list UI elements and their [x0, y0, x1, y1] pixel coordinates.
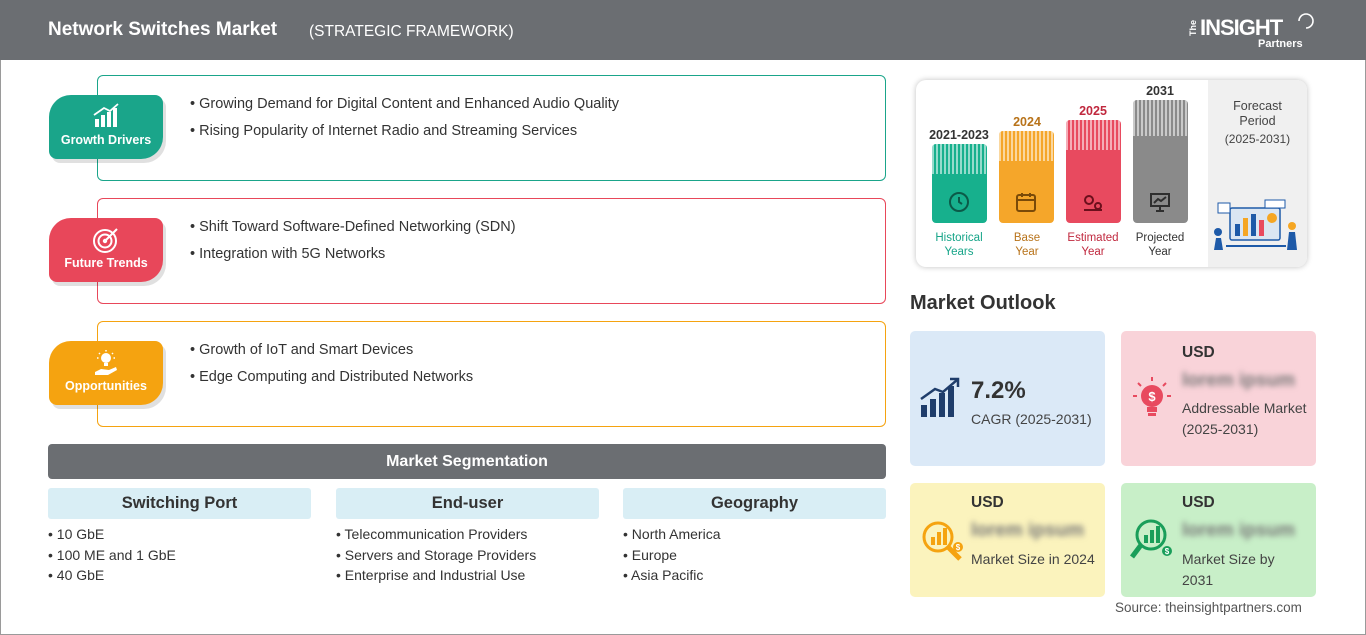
market-size-2024-box: $ USD lorem ipsum Market Size in 2024 — [910, 483, 1105, 597]
segment-heading: Geography — [623, 488, 886, 519]
timeline-year: 2024 — [1013, 115, 1041, 129]
segment-list: 10 GbE 100 ME and 1 GbE 40 GbE — [48, 526, 311, 588]
timeline-panel: Forecast Period (2025-2031) 2021-2023 Hi… — [916, 80, 1307, 267]
timeline-year: 2021-2023 — [929, 128, 989, 142]
cagr-label: CAGR (2025-2031) — [971, 411, 1092, 427]
list-item: Europe — [623, 547, 886, 568]
list-item: Servers and Storage Providers — [336, 547, 599, 568]
timeline-bar-historical — [932, 144, 987, 223]
list-item: Growing Demand for Digital Content and E… — [190, 96, 619, 112]
size-2024-value: lorem ipsum — [971, 520, 1084, 541]
magnifier-chart-icon: $ — [922, 521, 963, 561]
logo-sub: Partners — [1258, 38, 1303, 50]
opportunities-label: Opportunities — [65, 379, 147, 393]
addressable-label: Addressable Market (2025-2031) — [1182, 400, 1307, 437]
list-item: Shift Toward Software-Defined Networking… — [190, 219, 515, 235]
list-item: Integration with 5G Networks — [190, 246, 516, 262]
bar-chart-up-icon — [93, 103, 119, 127]
list-item: 40 GbE — [48, 567, 311, 588]
target-icon — [93, 228, 118, 253]
addressable-market-box: $ USD lorem ipsum Addressable Market (20… — [1121, 331, 1316, 466]
market-size-2031-box: $ USD lorem ipsum Market Size by 2031 — [1121, 483, 1316, 597]
market-outlook-title: Market Outlook — [910, 292, 1056, 314]
source-note: Source: theinsightpartners.com — [1115, 600, 1302, 615]
calendar-icon — [1016, 193, 1036, 212]
timeline-caption: Projected Year — [1135, 232, 1185, 258]
list-item: 100 ME and 1 GbE — [48, 547, 311, 568]
lightbulb-dollar-icon: $ — [1133, 377, 1171, 416]
opportunities-badge: Opportunities — [49, 341, 163, 405]
lightbulb-hand-icon — [95, 350, 117, 375]
page-title: Network Switches Market — [48, 19, 278, 40]
future-trends-list: Shift Toward Software-Defined Networking… — [190, 219, 516, 273]
size-2031-value: lorem ipsum — [1182, 520, 1295, 541]
timeline-bar-projected — [1133, 100, 1188, 223]
timeline-caption: Base Year — [1013, 232, 1041, 258]
timeline-year: 2031 — [1146, 84, 1174, 98]
segment-heading: Switching Port — [48, 488, 311, 519]
growth-chart-icon — [920, 377, 960, 417]
growth-drivers-label: Growth Drivers — [60, 133, 152, 147]
size-2031-usd: USD — [1182, 494, 1215, 511]
insight-partners-logo[interactable]: The INSIGHT Partners — [1188, 10, 1318, 52]
page-subtitle: (STRATEGIC FRAMEWORK) — [309, 23, 514, 40]
addressable-value: lorem ipsum — [1182, 370, 1295, 391]
svg-text:$: $ — [956, 543, 961, 552]
segment-geography: Geography North America Europe Asia Paci… — [623, 488, 886, 588]
segment-heading: End-user — [336, 488, 599, 519]
segmentation-title: Market Segmentation — [48, 444, 886, 479]
size-2024-usd: USD — [971, 494, 1004, 511]
gears-chart-icon — [1084, 195, 1102, 211]
logo-the: The — [1188, 20, 1198, 37]
growth-drivers-list: Growing Demand for Digital Content and E… — [190, 96, 619, 150]
timeline-year: 2025 — [1079, 104, 1107, 118]
forecast-range: (2025-2031) — [1224, 132, 1291, 146]
segment-list: Telecommunication Providers Servers and … — [336, 526, 599, 588]
analyst-dashboard-illustration-icon — [1214, 199, 1297, 250]
magnifier-chart-icon: $ — [1130, 519, 1172, 559]
forecast-title: Forecast Period — [1233, 99, 1282, 128]
timeline-caption: Estimated Year — [1067, 232, 1119, 258]
segment-switching-port: Switching Port 10 GbE 100 ME and 1 GbE 4… — [48, 488, 311, 588]
future-trends-card: Shift Toward Software-Defined Networking… — [97, 198, 886, 304]
growth-drivers-badge: Growth Drivers — [49, 95, 163, 159]
addressable-usd: USD — [1182, 344, 1215, 361]
opportunities-list: Growth of IoT and Smart Devices Edge Com… — [190, 342, 473, 396]
list-item: Growth of IoT and Smart Devices — [190, 342, 473, 358]
opportunities-card: Growth of IoT and Smart Devices Edge Com… — [97, 321, 886, 427]
cagr-box: 7.2% CAGR (2025-2031) — [910, 331, 1105, 466]
list-item: Asia Pacific — [623, 567, 886, 588]
list-item: Enterprise and Industrial Use — [336, 567, 599, 588]
history-clock-icon — [949, 192, 969, 212]
list-item: Edge Computing and Distributed Networks — [190, 369, 473, 385]
list-item: North America — [623, 526, 886, 547]
timeline-bar-estimated — [1066, 120, 1121, 223]
size-2031-label: Market Size by 2031 — [1182, 551, 1275, 588]
header-bar: Network Switches Market (STRATEGIC FRAME… — [0, 0, 1366, 60]
presentation-chart-icon — [1150, 193, 1170, 212]
list-item: Telecommunication Providers — [336, 526, 599, 547]
svg-text:$: $ — [1165, 547, 1170, 556]
list-item: 10 GbE — [48, 526, 311, 547]
cagr-value: 7.2% — [971, 377, 1026, 404]
svg-text:$: $ — [1148, 389, 1156, 404]
logo-word: INSIGHT — [1200, 15, 1283, 40]
segment-list: North America Europe Asia Pacific — [623, 526, 886, 588]
timeline-caption: Historical Years — [935, 232, 983, 258]
future-trends-badge: Future Trends — [49, 218, 163, 282]
timeline-bar-base — [999, 131, 1054, 223]
size-2024-label: Market Size in 2024 — [971, 551, 1095, 567]
growth-drivers-card: Growing Demand for Digital Content and E… — [97, 75, 886, 181]
future-trends-label: Future Trends — [64, 256, 148, 270]
list-item: Rising Popularity of Internet Radio and … — [190, 123, 619, 139]
segment-end-user: End-user Telecommunication Providers Ser… — [336, 488, 599, 588]
logo-arc-icon — [1298, 13, 1314, 29]
